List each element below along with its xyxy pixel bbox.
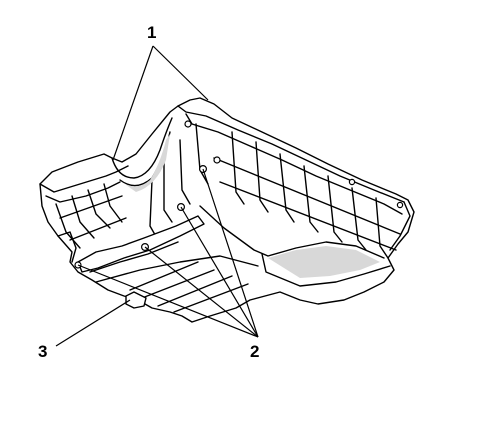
leader-lines <box>55 45 259 347</box>
callout-label-1: 1 <box>147 23 157 42</box>
shade-sump <box>268 246 380 278</box>
leader-2a <box>202 168 259 338</box>
shading <box>122 134 380 278</box>
left-cross-2 <box>69 217 127 241</box>
bolt-hole-5 <box>184 120 192 128</box>
callout-label-2: 2 <box>250 342 260 361</box>
leader-2b <box>180 206 259 338</box>
leader-2c <box>144 246 259 338</box>
center-wall-3 <box>179 139 191 205</box>
oil-pan <box>39 97 415 323</box>
bolt-hole-7 <box>348 178 356 186</box>
front-bracket <box>77 215 205 273</box>
sump-upper-edge <box>199 205 385 259</box>
left-rib-1 <box>55 203 81 249</box>
front-bracket-edge <box>89 241 179 273</box>
lower-rib-4 <box>173 283 249 313</box>
sump-step <box>261 253 391 287</box>
callout-label-3: 3 <box>38 342 48 361</box>
lower-rib-3 <box>157 275 233 307</box>
left-step <box>57 231 77 263</box>
rear-flange <box>177 105 405 203</box>
left-cross-1 <box>59 195 123 219</box>
right-cross-2 <box>219 181 397 251</box>
right-rib-4 <box>303 165 319 233</box>
left-flange-inner <box>45 181 121 203</box>
lower-rib-1 <box>129 261 199 291</box>
right-rib-3 <box>279 153 295 223</box>
drain-boss <box>125 291 147 309</box>
left-rib-3 <box>87 189 111 229</box>
right-rib-2 <box>255 141 269 213</box>
right-end-flange <box>389 201 411 251</box>
bolt-hole-6 <box>213 156 221 164</box>
left-rib-4 <box>103 183 123 223</box>
right-cross-1 <box>213 157 401 235</box>
right-rib-6 <box>351 187 367 251</box>
right-rib-1 <box>231 131 245 205</box>
oil-pan-outline <box>39 97 415 323</box>
leader-2d <box>77 264 259 338</box>
leader-3 <box>55 299 131 347</box>
center-wall-2 <box>163 161 173 223</box>
leader-1b <box>152 45 209 101</box>
leader-1a <box>112 45 154 161</box>
lower-rib-2 <box>141 269 215 299</box>
right-rib-5 <box>327 175 343 243</box>
right-rib-7 <box>375 197 389 259</box>
rear-flange-inner <box>185 113 403 215</box>
bolt-hole-8 <box>396 201 404 209</box>
crank-cutout <box>111 117 173 179</box>
shade-crank <box>122 134 170 192</box>
